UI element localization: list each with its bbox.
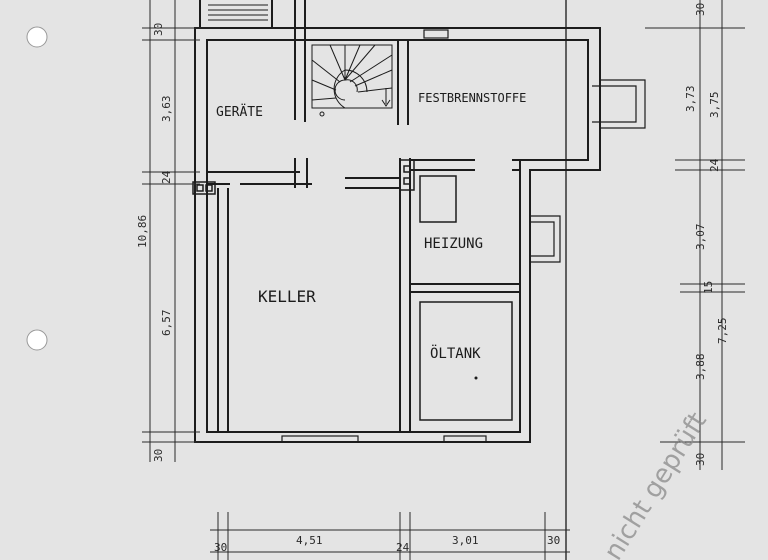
chimneys — [192, 159, 415, 195]
stair-enclosure — [304, 40, 409, 125]
geraete-bottom-wall — [207, 171, 312, 185]
lightwell-lower — [530, 215, 561, 263]
dim-left-363: 3,63 — [160, 96, 173, 123]
chimney-center-inner — [403, 165, 411, 173]
geraete-wall-stub — [294, 158, 308, 188]
keller-west-wall — [217, 188, 229, 432]
dimension-line-left — [142, 0, 220, 462]
walls — [194, 0, 601, 443]
window-north — [423, 29, 449, 39]
chimney-left — [192, 181, 216, 195]
boiler-box — [419, 175, 457, 223]
dim-right-375: 3,75 — [708, 92, 721, 119]
dimension-line-right — [645, 0, 745, 470]
dim-bottom-30-left: 30 — [214, 541, 227, 554]
dim-right-top-30: 30 — [694, 3, 707, 16]
stair-upper-access — [199, 0, 273, 28]
room-label-festbrennstoffe: FESTBRENNSTOFFE — [418, 91, 526, 105]
dim-left-1086: 10,86 — [136, 215, 149, 248]
dim-left-657: 6,57 — [160, 310, 173, 337]
dim-right-15: 15 — [702, 281, 715, 294]
dim-left-24: 24 — [160, 170, 173, 184]
punch-hole-top — [26, 26, 48, 48]
room-label-heizung: HEIZUNG — [424, 236, 483, 252]
dimension-line-bottom — [210, 512, 570, 560]
room-label-oeltank: ÖLTANK — [430, 344, 481, 362]
windows — [281, 29, 646, 443]
oeltank-box — [419, 301, 513, 421]
east-top-stub — [512, 159, 588, 171]
dim-bottom-24: 24 — [396, 541, 410, 554]
dim-right-725: 7,25 — [716, 318, 729, 345]
dim-left-top-30: 30 — [152, 23, 165, 36]
upper-stairs — [208, 4, 268, 21]
dim-right-373: 3,73 — [684, 86, 697, 113]
lightwell-upper — [592, 79, 646, 129]
heizung-oeltank-wall — [410, 283, 520, 293]
punch-hole-bottom — [26, 329, 48, 351]
chimney-left-inner2 — [205, 184, 213, 192]
dim-bottom-451: 4,51 — [296, 534, 323, 547]
dim-bottom-301: 3,01 — [452, 534, 479, 547]
chimney-left-inner — [196, 184, 204, 192]
dim-right-bottom-30: 30 — [694, 453, 707, 466]
window-south-keller — [281, 435, 359, 443]
oeltank-dot — [474, 376, 478, 380]
window-south-oeltank — [443, 435, 487, 443]
heizung-top-wall — [345, 159, 475, 189]
spiral-staircase — [311, 44, 393, 117]
chimney-center — [399, 159, 415, 191]
keller-heizung-wall — [399, 158, 411, 432]
dim-left-bottom-30: 30 — [152, 449, 165, 462]
room-label-geraete: GERÄTE — [216, 104, 263, 120]
dim-right-307: 3,07 — [694, 224, 707, 251]
dim-right-24: 24 — [708, 158, 721, 172]
dim-right-388: 3,88 — [694, 354, 707, 381]
room-label-keller: KELLER — [258, 287, 316, 306]
dim-bottom-30-right: 30 — [547, 534, 560, 547]
chimney-center-inner2 — [403, 177, 411, 185]
